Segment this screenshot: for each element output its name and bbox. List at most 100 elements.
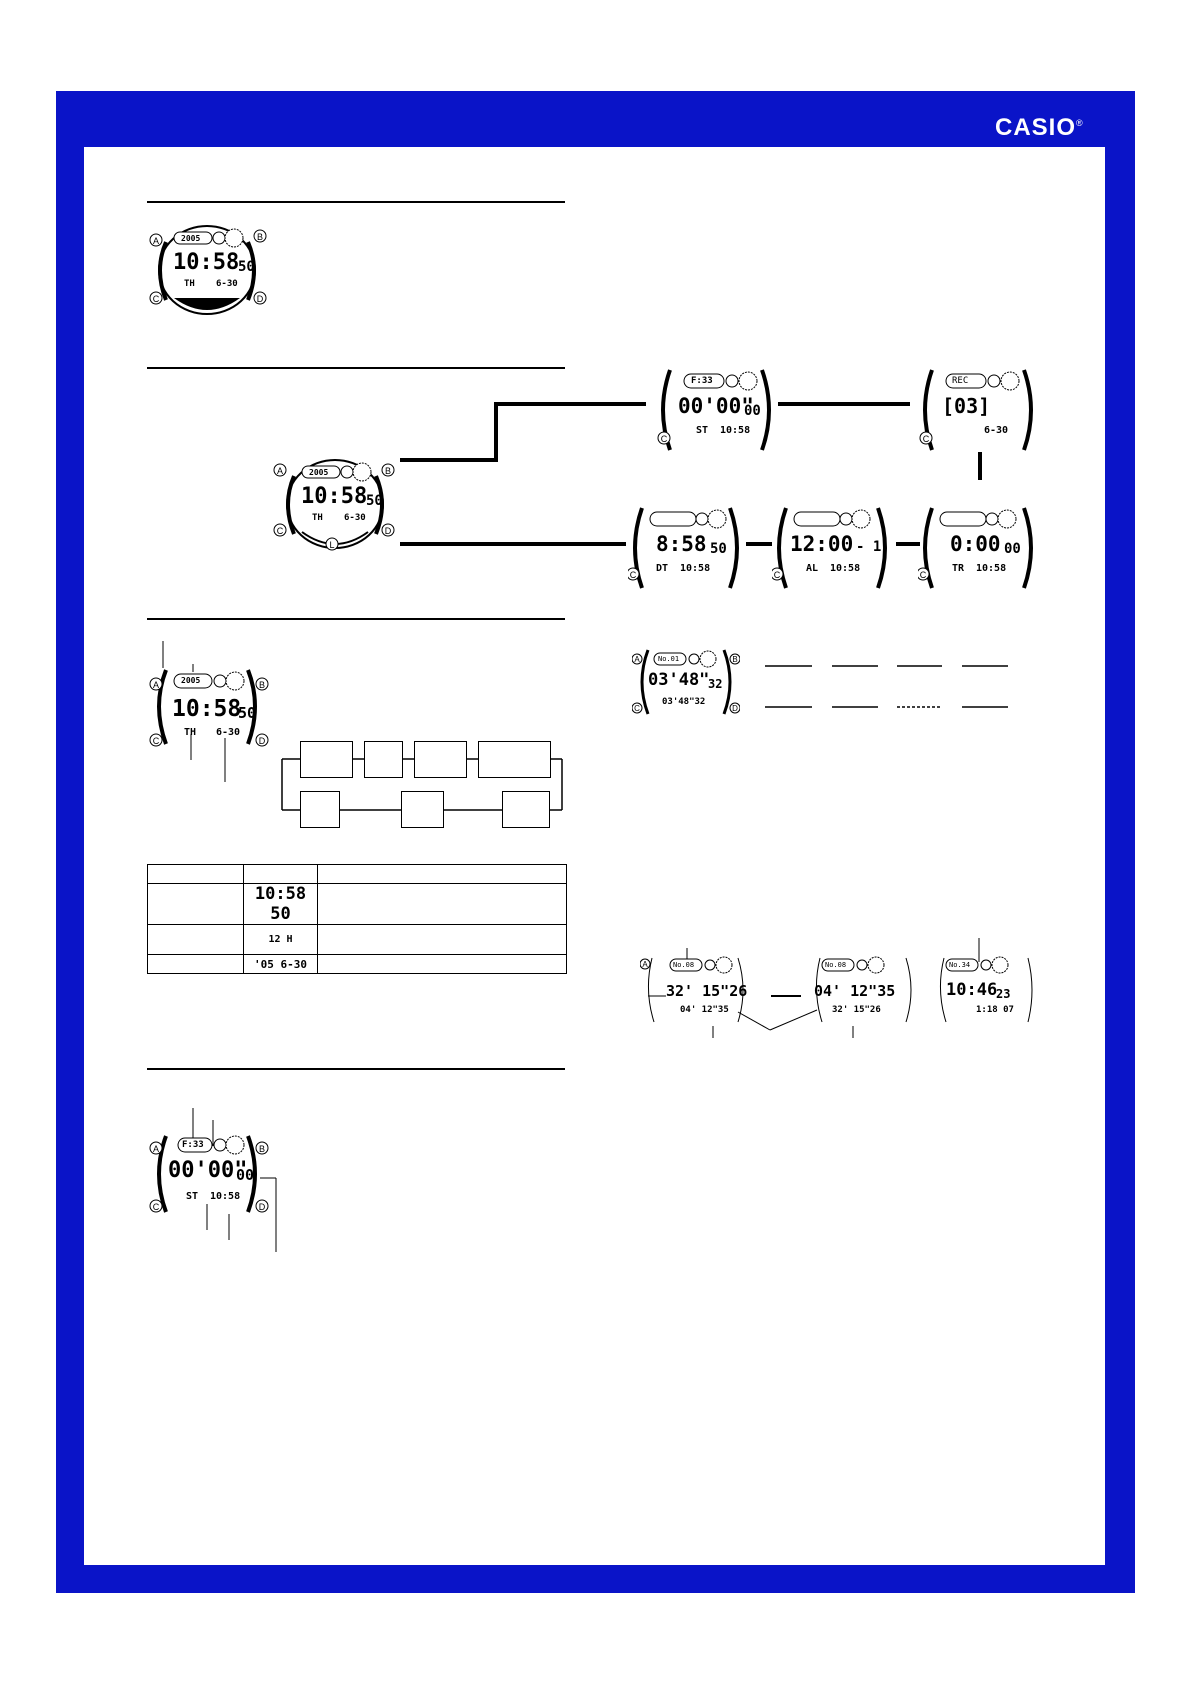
watch-illustration-alarm-mode: C 12:00 - 1 AL 10:58: [770, 506, 892, 590]
clock-display: 10:58: [830, 563, 861, 574]
watch-case-icon: C: [657, 369, 771, 451]
table-row: '05 6-30: [147, 954, 567, 974]
svg-text:C: C: [630, 570, 637, 580]
record-time-display: 03'48": [648, 670, 710, 690]
watch-illustration-display-parts: A B C D 2005 10:58 50 TH 6-30: [144, 664, 270, 750]
watch-illustration-lap-3: No.34 10:46 23 1:18 07: [936, 954, 1036, 1024]
lap-main-display: 32' 15"26: [666, 982, 748, 1000]
seconds-display: 50: [238, 259, 255, 275]
svg-text:C: C: [661, 434, 668, 444]
setting-step-box-1: [300, 741, 353, 778]
stopwatch-time-display: 00'00": [168, 1158, 248, 1183]
lap-number-display: No.08: [825, 961, 847, 969]
year-display: 2005: [181, 676, 201, 685]
watch-illustration-stopwatch-detail: A B C D F:33 00'00" 00 ST 10:58: [144, 1132, 270, 1216]
alarm-time-display: 12:00: [790, 532, 854, 556]
dual-time-display: 8:58: [656, 532, 707, 556]
watch-case-icon: A B C D: [631, 649, 741, 715]
svg-text:B: B: [385, 466, 391, 476]
record-hundredths-display: 32: [708, 677, 723, 691]
section-rule-3: [147, 618, 565, 620]
mode-indicator: TR: [952, 563, 965, 574]
recall-label: REC: [952, 376, 969, 386]
file-number-display: F:33: [691, 376, 713, 386]
watch-case-icon: C: [916, 507, 1033, 589]
lap-number-display: No.08: [673, 961, 695, 969]
watch-illustration-lap-2: No.08 04' 12"35 32' 15"26: [808, 954, 920, 1024]
section-rule-1: [147, 201, 565, 203]
svg-text:A: A: [153, 236, 159, 246]
svg-text:A: A: [634, 655, 640, 664]
svg-text:A: A: [153, 1144, 159, 1154]
watch-case-icon: A B C D L: [273, 459, 395, 551]
stopwatch-hundredths-display: 00: [744, 403, 761, 419]
lap-main-display: 04' 12"35: [814, 982, 896, 1000]
watch-case-icon: A B C D: [149, 225, 267, 315]
svg-text:D: D: [732, 704, 738, 713]
setting-step-box-5: [300, 791, 340, 828]
clock-display: 10:58: [976, 563, 1007, 574]
table-row: 10:58 50: [147, 883, 567, 925]
svg-text:C: C: [153, 294, 160, 304]
setting-step-box-2: [364, 741, 403, 778]
watch-case-icon: A B C D: [149, 669, 269, 747]
lap-main-display: 10:46: [946, 980, 998, 1000]
svg-text:B: B: [259, 680, 265, 690]
setting-step-box-7: [502, 791, 550, 828]
seconds-display: 50: [366, 493, 383, 509]
watch-illustration-timer-mode: C 0:00 00 TR 10:58: [916, 506, 1038, 590]
mode-indicator: DT: [656, 563, 669, 574]
svg-text:D: D: [385, 526, 392, 536]
clock-display: 10:58: [680, 563, 711, 574]
clock-display: 10:58: [210, 1191, 241, 1202]
svg-text:D: D: [257, 294, 264, 304]
timer-seconds-display: 00: [1004, 541, 1021, 557]
setting-step-box-4: [478, 741, 551, 778]
svg-text:C: C: [774, 570, 781, 580]
mode-indicator: AL: [806, 563, 819, 574]
alarm-number-display: - 1: [856, 539, 882, 555]
date-display: 6-30: [216, 727, 241, 738]
date-display: 6-30: [216, 279, 238, 289]
mode-indicator: ST: [186, 1191, 199, 1202]
svg-text:C: C: [920, 570, 927, 580]
watch-case-icon: C: [770, 507, 887, 589]
stopwatch-time-display: 00'00": [678, 394, 754, 418]
section-rule-4: [147, 1068, 565, 1070]
watch-illustration-dual-time-mode: C 8:58 50 DT 10:58: [626, 506, 744, 590]
svg-text:B: B: [732, 655, 737, 664]
svg-text:B: B: [257, 232, 263, 242]
setting-step-box-3: [414, 741, 467, 778]
watch-illustration-stopwatch-mode: C F:33 00'00" 00 ST 10:58: [656, 368, 776, 452]
setting-step-box-6: [401, 791, 444, 828]
file-number-display: F:33: [182, 1140, 204, 1150]
recall-date-display: 6-30: [984, 425, 1009, 436]
lap-sub-display: 04' 12"35: [680, 1005, 729, 1015]
clock-display: 10:58: [720, 425, 751, 436]
svg-text:C: C: [277, 526, 284, 536]
watch-case-icon: [815, 956, 912, 1023]
dual-time-seconds: 50: [710, 541, 727, 557]
watch-case-icon: A B C D: [149, 1135, 269, 1213]
svg-text:C: C: [923, 434, 930, 444]
section-rule-2: [147, 367, 565, 369]
svg-text:D: D: [259, 736, 266, 746]
table-row: 12 H: [147, 924, 567, 955]
svg-text:B: B: [259, 1144, 265, 1154]
year-display: 2005: [181, 234, 201, 243]
page-content-area: [84, 147, 1105, 1565]
svg-text:C: C: [153, 1202, 160, 1212]
svg-text:D: D: [259, 1202, 266, 1212]
timer-time-display: 0:00: [950, 532, 1001, 556]
lap-sub-display: 32' 15"26: [832, 1005, 881, 1015]
watch-case-icon: C: [919, 369, 1033, 451]
day-display: TH: [184, 727, 197, 738]
svg-text:A: A: [642, 960, 648, 969]
watch-case-icon: C: [626, 507, 739, 589]
watch-case-icon: [939, 956, 1033, 1023]
svg-text:C: C: [153, 736, 160, 746]
setting-table: 10:58 50 12 H '05 6-30: [147, 864, 567, 974]
watch-illustration-timekeeping: A B C D 2005 10:58 50 TH 6-30: [144, 222, 270, 322]
watch-illustration-recall-mode: C REC [03] 6-30: [918, 368, 1038, 452]
lap-hundredths-display: 23: [996, 987, 1011, 1001]
